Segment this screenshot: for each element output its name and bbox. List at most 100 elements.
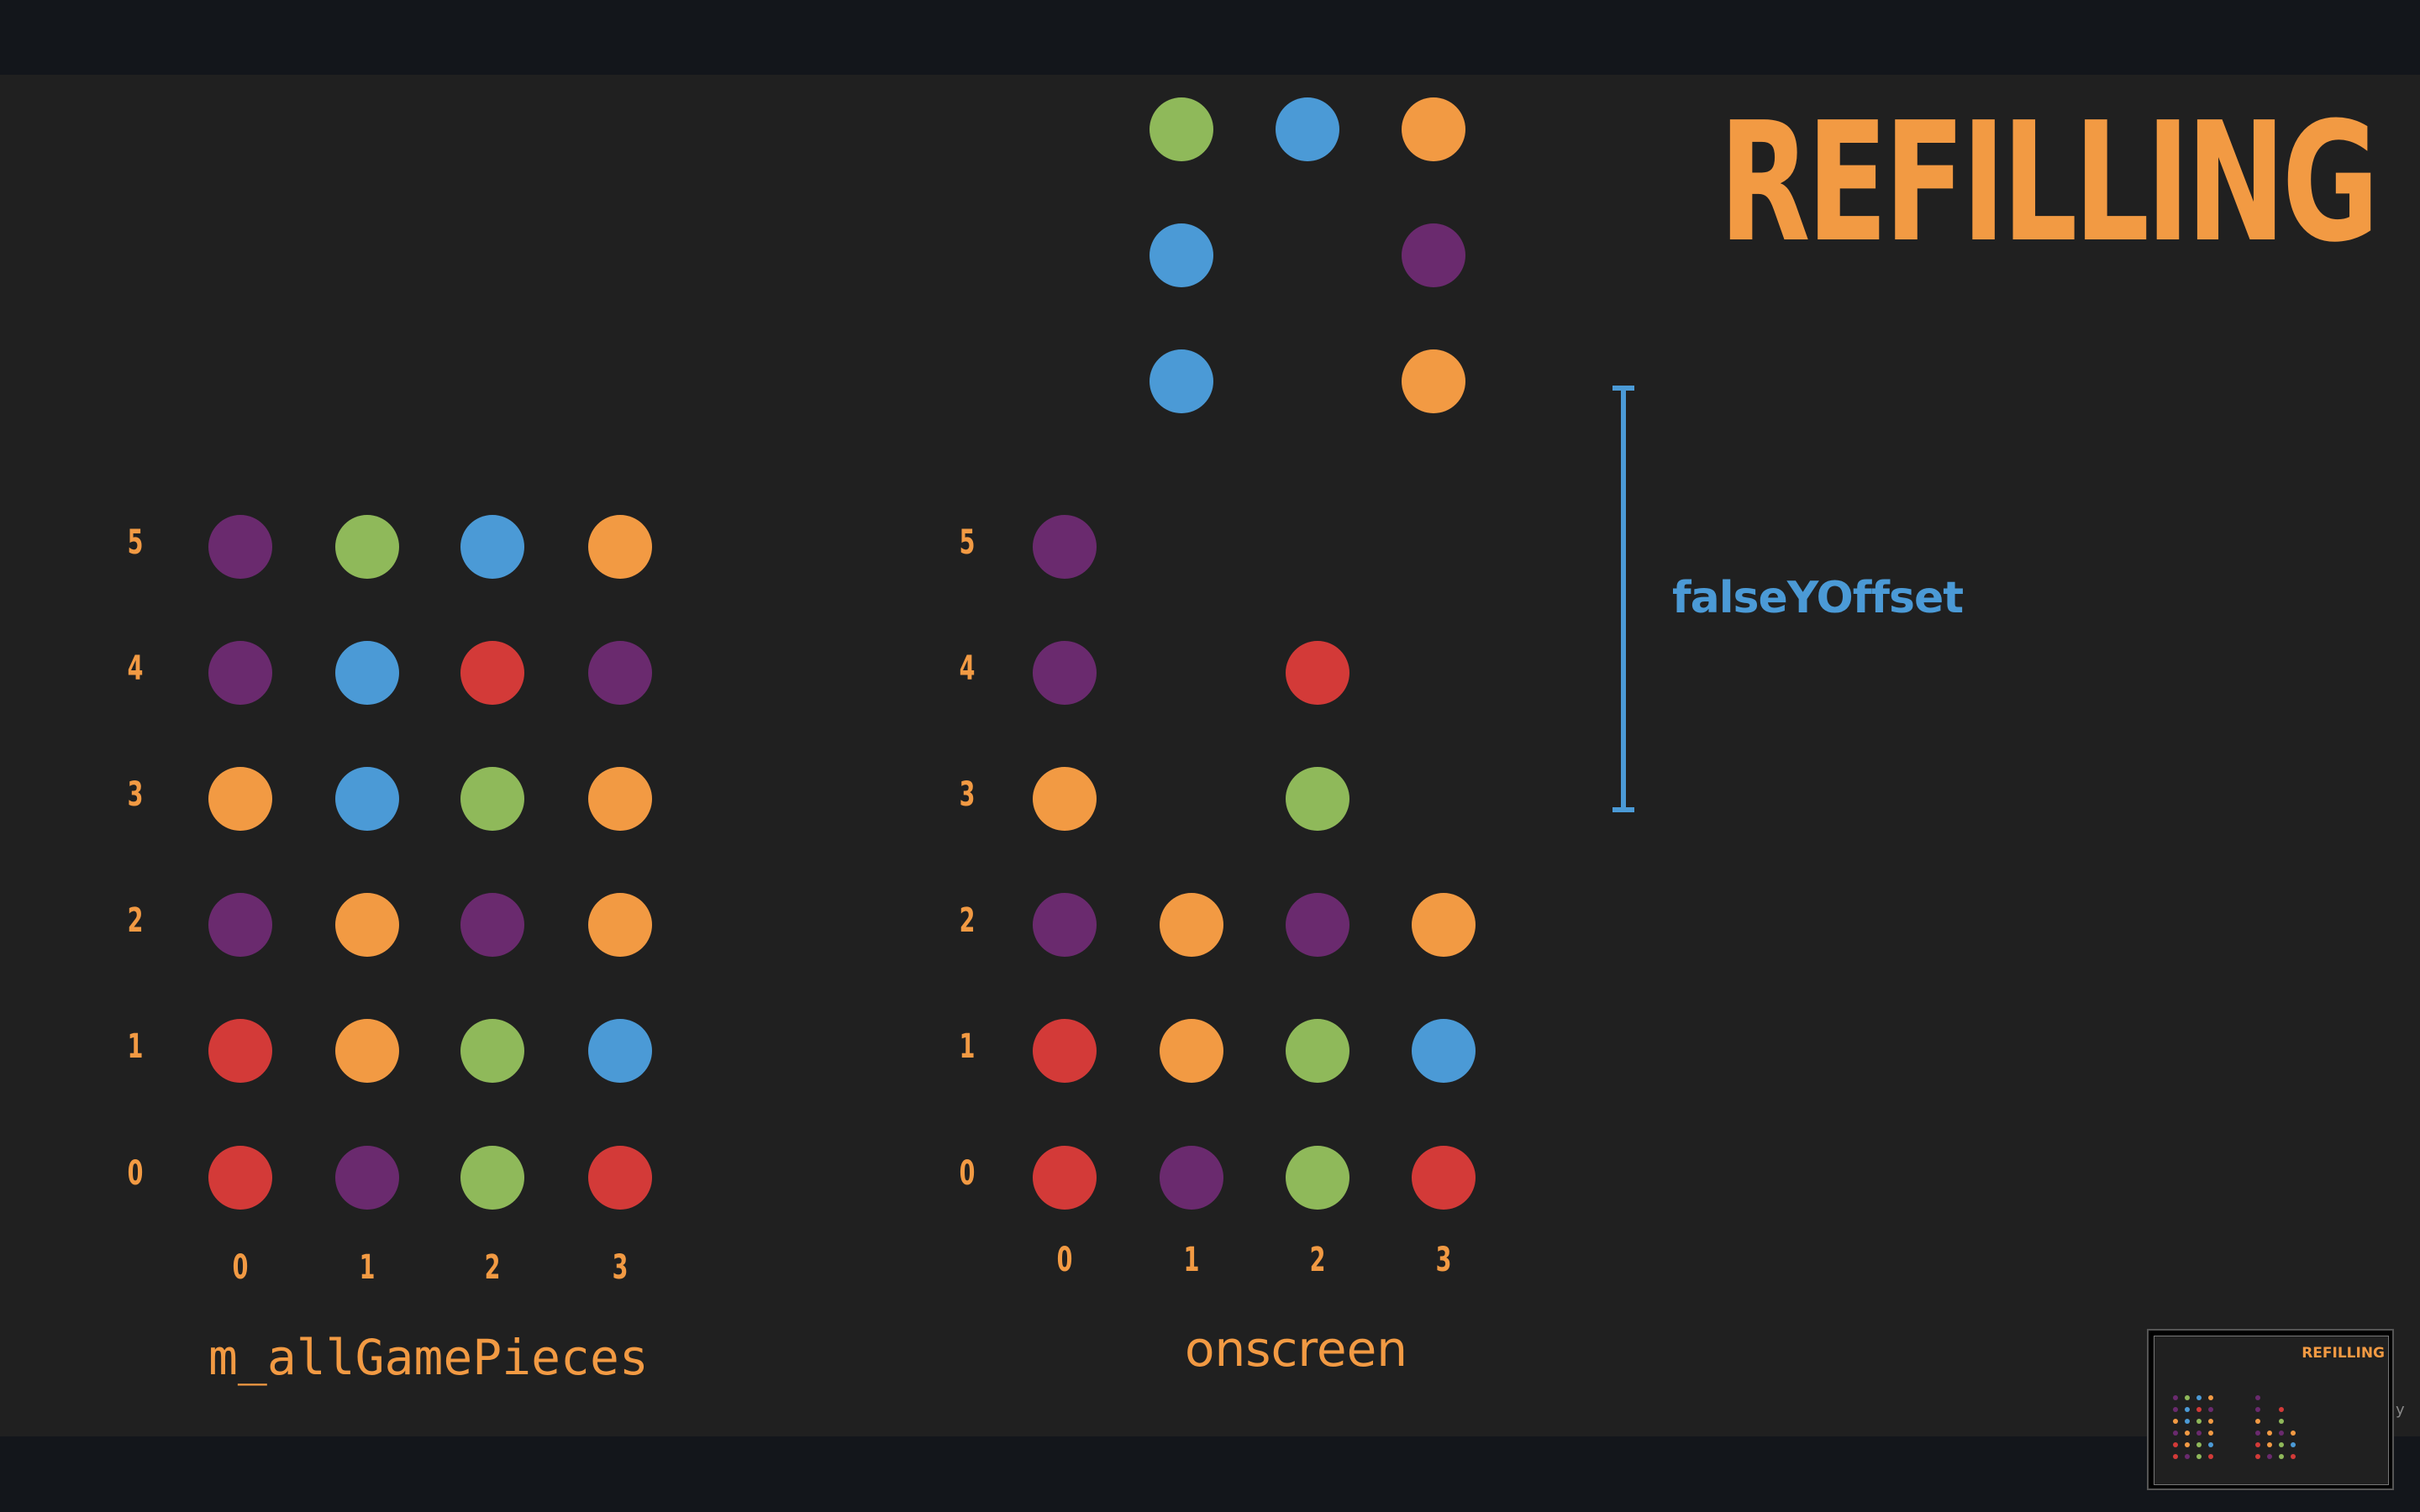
false-y-offset-label: falseYOffset bbox=[1672, 573, 1964, 623]
column-label: 1 bbox=[359, 1248, 376, 1287]
game-piece bbox=[335, 1019, 399, 1083]
thumbnail-piece bbox=[2267, 1431, 2272, 1436]
game-piece bbox=[460, 515, 524, 579]
thumbnail-piece bbox=[2196, 1419, 2202, 1424]
game-piece bbox=[1033, 767, 1097, 831]
thumbnail-piece bbox=[2291, 1454, 2296, 1459]
top-letterbox-bar bbox=[0, 0, 2420, 75]
thumbnail-piece bbox=[2255, 1419, 2260, 1424]
row-label: 2 bbox=[959, 901, 976, 940]
grid-name-m-allgamepieces: m_allGamePieces bbox=[208, 1329, 649, 1386]
thumbnail-piece bbox=[2196, 1395, 2202, 1400]
game-piece bbox=[1286, 767, 1349, 831]
thumbnail-piece bbox=[2208, 1419, 2213, 1424]
game-piece bbox=[1286, 1019, 1349, 1083]
game-piece bbox=[1033, 1146, 1097, 1210]
grid-name-onscreen: onscreen bbox=[1185, 1320, 1408, 1378]
row-label: 4 bbox=[959, 649, 976, 688]
row-label: 5 bbox=[959, 523, 976, 562]
game-piece bbox=[588, 641, 652, 705]
game-piece bbox=[1412, 1019, 1476, 1083]
slide-thumbnail-preview: REFILLING bbox=[2154, 1336, 2389, 1485]
column-label: 0 bbox=[232, 1248, 249, 1287]
thumbnail-piece bbox=[2196, 1454, 2202, 1459]
game-piece bbox=[1412, 893, 1476, 957]
column-label: 0 bbox=[1056, 1241, 1073, 1279]
game-piece bbox=[1033, 641, 1097, 705]
thumbnail-piece bbox=[2279, 1407, 2284, 1412]
game-piece bbox=[1033, 1019, 1097, 1083]
game-piece bbox=[1286, 641, 1349, 705]
thumbnail-piece bbox=[2196, 1442, 2202, 1447]
row-label: 2 bbox=[127, 901, 144, 940]
game-piece bbox=[208, 641, 272, 705]
thumbnail-piece bbox=[2196, 1431, 2202, 1436]
thumbnail-piece bbox=[2255, 1442, 2260, 1447]
thumbnail-piece bbox=[2208, 1442, 2213, 1447]
thumbnail-piece bbox=[2208, 1395, 2213, 1400]
row-label: 5 bbox=[127, 523, 144, 562]
false-y-offset-bracket-top-cap bbox=[1612, 386, 1634, 391]
game-piece bbox=[1412, 1146, 1476, 1210]
column-label: 1 bbox=[1183, 1241, 1200, 1279]
row-label: 1 bbox=[959, 1027, 976, 1066]
refill-piece bbox=[1276, 97, 1339, 161]
game-piece bbox=[588, 893, 652, 957]
game-piece bbox=[460, 767, 524, 831]
game-piece bbox=[335, 641, 399, 705]
thumbnail-piece bbox=[2208, 1454, 2213, 1459]
row-label: 1 bbox=[127, 1027, 144, 1066]
column-label: 3 bbox=[612, 1248, 629, 1287]
game-piece bbox=[588, 1019, 652, 1083]
thumbnail-piece bbox=[2255, 1454, 2260, 1459]
game-piece bbox=[208, 1146, 272, 1210]
game-piece bbox=[335, 1146, 399, 1210]
refill-piece bbox=[1402, 97, 1465, 161]
game-piece bbox=[588, 1146, 652, 1210]
refill-piece bbox=[1150, 97, 1213, 161]
column-label: 2 bbox=[484, 1248, 501, 1287]
game-piece bbox=[588, 767, 652, 831]
game-piece bbox=[1286, 1146, 1349, 1210]
game-piece bbox=[588, 515, 652, 579]
refill-piece bbox=[1402, 349, 1465, 413]
column-label: 3 bbox=[1435, 1241, 1452, 1279]
clipped-text-fragment: y bbox=[2396, 1401, 2405, 1419]
thumbnail-piece bbox=[2185, 1407, 2190, 1412]
game-piece bbox=[460, 1019, 524, 1083]
row-label: 3 bbox=[127, 775, 144, 814]
game-piece bbox=[1160, 1146, 1223, 1210]
thumbnail-piece bbox=[2279, 1454, 2284, 1459]
row-label: 3 bbox=[959, 775, 976, 814]
slide-canvas bbox=[0, 75, 2420, 1436]
game-piece bbox=[460, 641, 524, 705]
game-piece bbox=[1160, 1019, 1223, 1083]
thumbnail-piece bbox=[2185, 1395, 2190, 1400]
thumbnail-piece bbox=[2255, 1431, 2260, 1436]
game-piece bbox=[1033, 515, 1097, 579]
thumbnail-piece bbox=[2173, 1442, 2178, 1447]
refill-piece bbox=[1150, 349, 1213, 413]
thumbnail-piece bbox=[2185, 1419, 2190, 1424]
thumbnail-piece bbox=[2173, 1454, 2178, 1459]
thumbnail-piece bbox=[2279, 1431, 2284, 1436]
thumbnail-piece bbox=[2208, 1407, 2213, 1412]
thumbnail-piece bbox=[2173, 1407, 2178, 1412]
slide-title: REFILLING bbox=[1718, 87, 2380, 279]
thumbnail-piece bbox=[2185, 1431, 2190, 1436]
thumbnail-piece bbox=[2255, 1395, 2260, 1400]
row-label: 0 bbox=[127, 1154, 144, 1193]
thumbnail-piece bbox=[2196, 1407, 2202, 1412]
game-piece bbox=[460, 893, 524, 957]
thumbnail-piece bbox=[2255, 1407, 2260, 1412]
slide-thumbnail[interactable]: REFILLING bbox=[2147, 1329, 2394, 1490]
slide-thumbnail-title: REFILLING bbox=[2302, 1345, 2385, 1362]
refill-piece bbox=[1150, 223, 1213, 287]
false-y-offset-bracket bbox=[1621, 387, 1626, 810]
game-piece bbox=[335, 893, 399, 957]
game-piece bbox=[335, 767, 399, 831]
game-piece bbox=[208, 1019, 272, 1083]
false-y-offset-bracket-bottom-cap bbox=[1612, 807, 1634, 812]
row-label: 0 bbox=[959, 1154, 976, 1193]
